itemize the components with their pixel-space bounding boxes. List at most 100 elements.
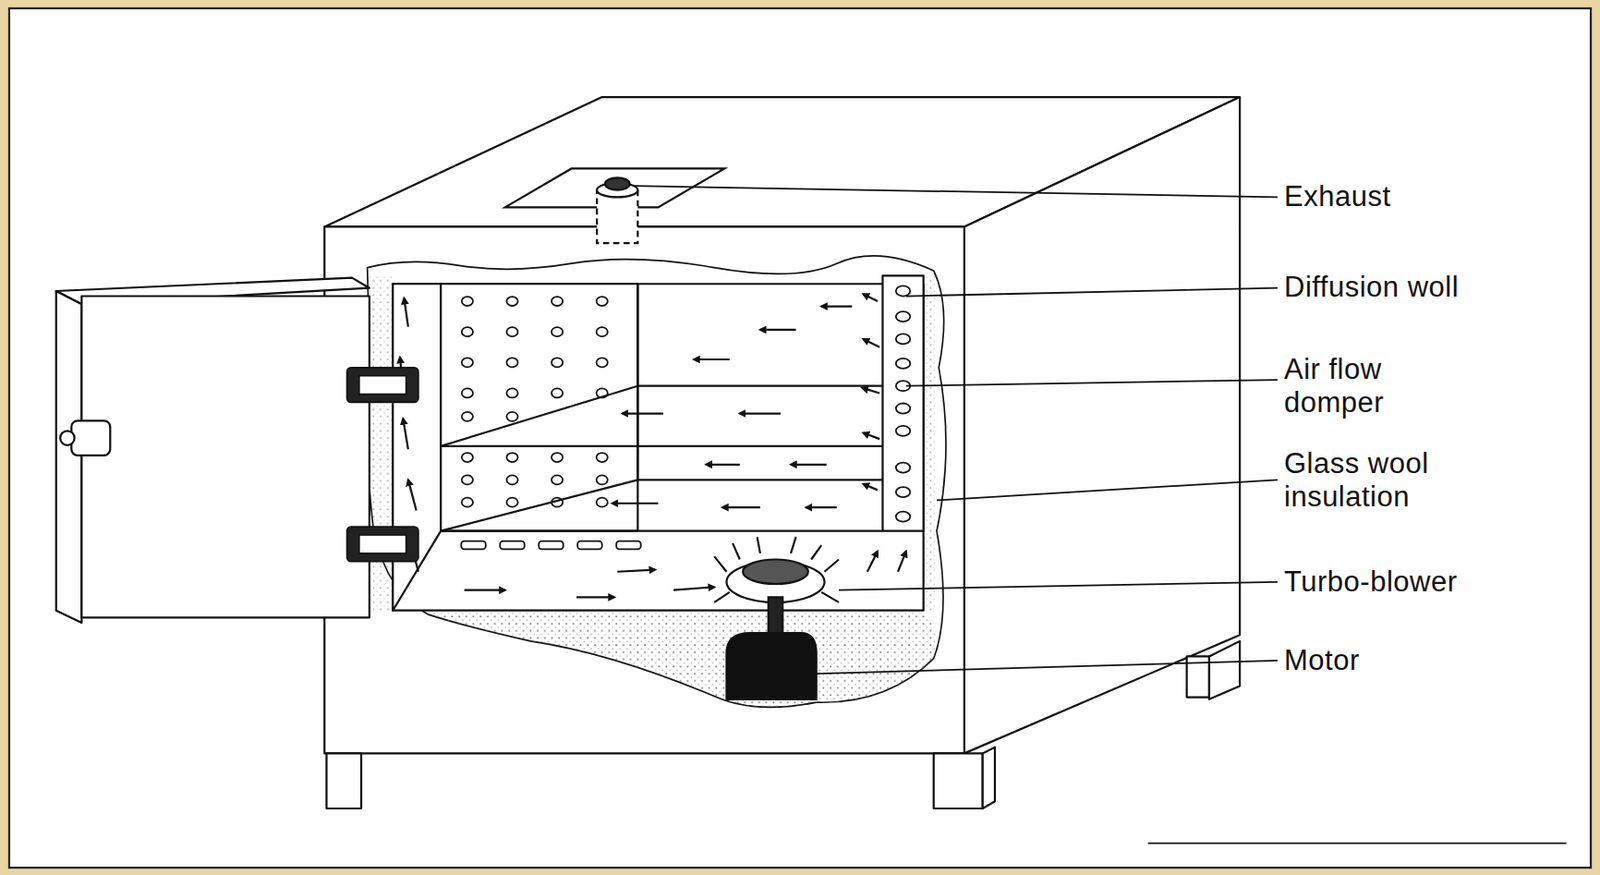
damper-slots <box>896 462 910 473</box>
damper-slots <box>896 511 910 522</box>
oven-cabinet <box>324 96 1240 809</box>
leader-line <box>838 581 1278 591</box>
turbo-blower <box>714 536 839 603</box>
diffusion-holes <box>616 541 642 550</box>
frame <box>9 8 1591 868</box>
oven-door <box>71 420 110 456</box>
leader-line <box>906 288 1278 297</box>
oven-door <box>56 278 370 623</box>
oven-chamber <box>637 385 883 388</box>
damper-slots <box>896 311 910 322</box>
oven-chamber <box>440 386 638 447</box>
air-flow-arrows <box>612 502 659 505</box>
diffusion-holes <box>506 387 518 398</box>
door-hinge <box>359 375 407 395</box>
diffusion-holes <box>461 497 473 508</box>
damper-slots <box>896 402 910 413</box>
oven-chamber <box>440 479 638 531</box>
diffusion-holes <box>551 327 563 337</box>
diffusion-holes <box>499 541 525 550</box>
air-flow-arrows <box>867 551 878 572</box>
diffusion-holes <box>461 452 473 462</box>
oven-cabinet <box>982 747 995 809</box>
door-hinge <box>347 367 419 562</box>
air-flow-arrows <box>705 463 740 466</box>
air-flow-arrows <box>402 418 409 449</box>
diffusion-holes <box>596 357 608 367</box>
diffusion-holes <box>551 497 563 508</box>
turbo-blower <box>742 558 809 584</box>
damper-slots <box>896 285 910 522</box>
leader-line <box>936 479 1278 500</box>
diffusion-holes <box>538 541 564 550</box>
exhaust-vent <box>605 177 631 190</box>
oven-chamber <box>440 445 883 448</box>
diffusion-holes <box>461 474 473 485</box>
insulation-layer <box>369 275 937 613</box>
damper-slots <box>896 285 910 296</box>
oven-door <box>56 290 83 623</box>
air-flow-arrows <box>760 328 797 331</box>
leader-line <box>816 660 1278 674</box>
oven-chamber <box>637 478 883 481</box>
air-flow-arrows <box>821 304 852 307</box>
diffusion-holes <box>506 497 518 508</box>
door-hinge <box>359 534 407 554</box>
air-flow-arrows <box>739 412 781 414</box>
diffusion-holes <box>596 296 608 306</box>
air-flow-arrows <box>576 595 615 598</box>
damper-slots <box>896 425 910 437</box>
diffusion-holes <box>506 412 518 422</box>
oven-chamber <box>440 529 883 532</box>
motor <box>726 632 816 700</box>
part-label: Diffusion woll <box>1284 270 1589 304</box>
diffusion-holes <box>506 474 518 485</box>
oven-chamber <box>882 275 923 531</box>
diffusion-holes <box>551 357 563 367</box>
scan-rule <box>1148 842 1567 845</box>
air-flow-arrows <box>897 551 907 572</box>
motor <box>726 632 816 700</box>
diffusion-holes <box>551 474 563 485</box>
door-hinge <box>347 526 419 562</box>
air-flow-arrows <box>862 293 877 302</box>
air-flow-arrows <box>617 569 655 572</box>
diffusion-holes <box>551 452 563 462</box>
diffusion-holes <box>551 296 563 306</box>
diffusion-holes <box>461 296 473 306</box>
oven-door <box>60 430 74 445</box>
part-label: Glass wool insulation <box>1284 447 1483 514</box>
part-label: Air flow domper <box>1284 352 1442 420</box>
air-flow-arrows <box>673 586 715 590</box>
leader-line <box>632 185 1278 197</box>
oven-cabinet <box>1209 641 1240 700</box>
part-label: Motor <box>1284 643 1562 678</box>
damper-slots <box>896 486 910 497</box>
door-hinge <box>347 367 419 403</box>
air-flow-arrows <box>862 433 880 440</box>
air-flow-arrows <box>693 358 730 361</box>
air-flow-arrows <box>862 339 880 348</box>
part-label: Exhaust <box>1284 180 1562 214</box>
diffusion-holes <box>596 497 608 508</box>
oven-chamber <box>636 283 639 480</box>
diffusion-holes <box>551 387 563 398</box>
diffusion-holes <box>461 412 473 422</box>
insulation-layer <box>366 255 946 708</box>
diffusion-holes <box>461 357 473 367</box>
damper-slots <box>896 333 910 344</box>
insulation-layer <box>428 612 937 708</box>
diffusion-holes <box>461 387 473 398</box>
turbo-blower <box>768 596 783 633</box>
air-flow-arrows <box>622 412 664 414</box>
turbo-blower <box>714 536 839 633</box>
air-flow-arrows <box>790 463 827 466</box>
diffusion-holes <box>506 296 518 306</box>
diffusion-holes <box>596 474 608 485</box>
oven-cabinet <box>326 752 362 809</box>
oven-chamber <box>392 283 923 610</box>
diffusion-holes <box>596 452 608 462</box>
insulation-layer <box>366 255 946 708</box>
